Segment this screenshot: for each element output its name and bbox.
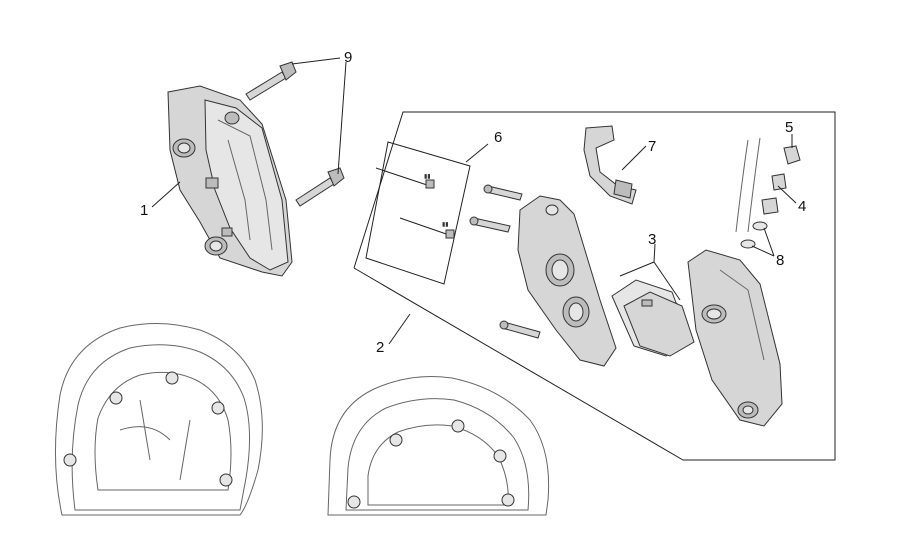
callout-6: 6 xyxy=(494,129,502,146)
left-caliper-assembly xyxy=(167,85,293,277)
callout-5: 5 xyxy=(785,119,793,136)
svg-text:▮▮: ▮▮ xyxy=(424,174,431,180)
left-brake-disc xyxy=(54,323,263,516)
cable-tie-inset: ▮▮ ▮▮ xyxy=(365,141,471,285)
brake-pads xyxy=(611,279,695,357)
callout-2: 2 xyxy=(376,339,384,356)
leader-lines xyxy=(151,57,797,345)
inner-caliper-half xyxy=(517,195,617,367)
kit-frame-outline xyxy=(353,111,836,461)
callout-4: 4 xyxy=(798,198,806,215)
callout-7: 7 xyxy=(648,138,656,155)
callout-labels: 1 2 3 4 5 6 7 8 9 xyxy=(140,49,806,356)
right-brake-disc xyxy=(327,376,550,516)
caliper-bolts xyxy=(469,184,541,339)
pad-retainer-clip xyxy=(583,125,637,205)
svg-text:▮▮: ▮▮ xyxy=(442,222,449,228)
callout-9: 9 xyxy=(344,49,352,66)
caliper-mounting-bolts xyxy=(245,61,345,207)
bleed-valve-and-hose xyxy=(735,137,801,249)
callout-8: 8 xyxy=(776,252,784,269)
outer-caliper-half xyxy=(687,249,783,427)
callout-3: 3 xyxy=(648,231,656,248)
callout-1: 1 xyxy=(140,202,148,219)
